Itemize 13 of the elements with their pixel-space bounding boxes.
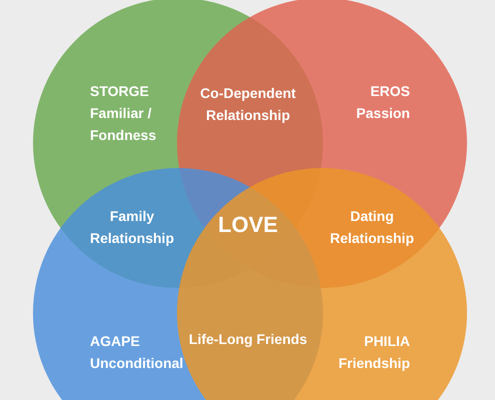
overlap-label: Family Relationship [88, 207, 175, 248]
circle-heading: AGAPE [90, 332, 141, 351]
overlap-label: Co-Dependent Relationship [199, 84, 297, 125]
overlap-label: Dating Relationship [328, 207, 415, 248]
center-label: LOVE [217, 214, 279, 236]
circle-text: Friendship [337, 354, 410, 373]
circle-text: Passion [355, 104, 410, 123]
circle-heading: STORGE [90, 82, 150, 101]
circle-text: Familiar / Fondness [90, 104, 158, 145]
circle-text: Unconditional [90, 354, 184, 373]
overlap-label: Life-Long Friends [188, 330, 308, 349]
circle-heading: PHILIA [363, 332, 410, 351]
circle-heading: EROS [369, 82, 410, 101]
